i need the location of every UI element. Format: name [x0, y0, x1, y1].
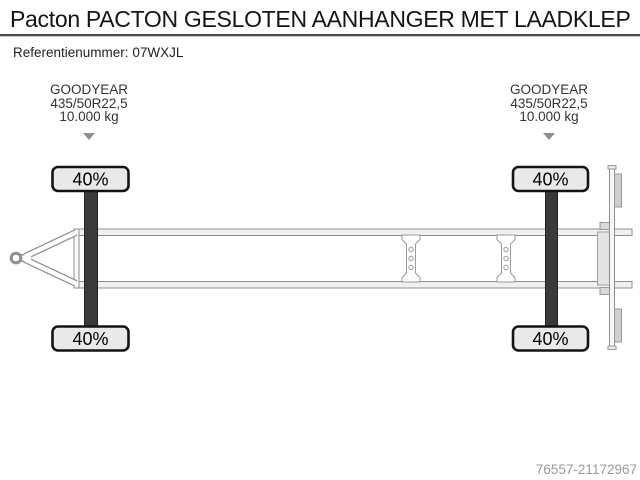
- tire-front-top: [51, 165, 130, 193]
- rear-tire-capacity: 10.000 kg: [519, 109, 579, 124]
- bolt-hole: [503, 246, 509, 253]
- front-tire-spec: GOODYEAR 435/50R22,5 10.000 kg: [19, 83, 159, 140]
- header-divider: [0, 34, 640, 37]
- lift-pad-bottom: [614, 308, 622, 343]
- front-axle: 40% 40%: [51, 165, 130, 352]
- bolt-hole: [408, 264, 414, 271]
- reference-label: Referentienummer:: [13, 45, 129, 60]
- load-label-rear-bottom: 40%: [532, 329, 568, 349]
- bolt-hole: [503, 255, 509, 262]
- axle-beam: [545, 178, 558, 339]
- trailer-frame: [73, 228, 633, 289]
- platform-cap-bottom: [607, 345, 617, 350]
- down-arrow-icon: [83, 132, 95, 140]
- cross-members: [401, 234, 516, 283]
- front-tire-brand: GOODYEAR: [49, 82, 128, 97]
- reference-value: 07WXJL: [132, 45, 184, 60]
- down-arrow-icon: [543, 132, 555, 140]
- bolt-hole: [408, 255, 414, 262]
- drawbar: [9, 229, 78, 287]
- front-tire-size: 435/50R22,5: [50, 95, 128, 111]
- front-tire-capacity: 10.000 kg: [59, 109, 119, 124]
- load-label-rear-top: 40%: [532, 170, 568, 190]
- hitch-eye-icon: [9, 251, 23, 265]
- bolt-hole: [503, 264, 509, 271]
- tire-front-bottom: [51, 325, 130, 352]
- page-title: Pacton PACTON GESLOTEN AANHANGER MET LAA…: [10, 6, 631, 32]
- rear-tire-size: 435/50R22,5: [510, 95, 588, 111]
- rear-tire-spec: GOODYEAR 435/50R22,5 10.000 kg: [479, 83, 619, 140]
- tire-rear-bottom: [511, 325, 590, 352]
- lift-platform-edge: [609, 166, 615, 349]
- rear-tire-brand: GOODYEAR: [509, 82, 588, 97]
- tire-rear-top: [511, 165, 590, 193]
- document-id: 76557-21172967: [535, 462, 637, 477]
- axle-beam: [84, 178, 98, 339]
- load-label-front-top: 40%: [72, 170, 108, 190]
- bolt-hole: [408, 246, 414, 253]
- frame-headboard: [73, 228, 80, 289]
- load-label-front-bottom: 40%: [72, 329, 108, 349]
- platform-cap-top: [607, 165, 617, 170]
- lift-pad-top: [614, 173, 622, 208]
- reference-number: Referentienummer: 07WXJL: [13, 45, 183, 60]
- rear-axle: 40% 40%: [511, 165, 590, 352]
- tail-lift: [597, 165, 622, 350]
